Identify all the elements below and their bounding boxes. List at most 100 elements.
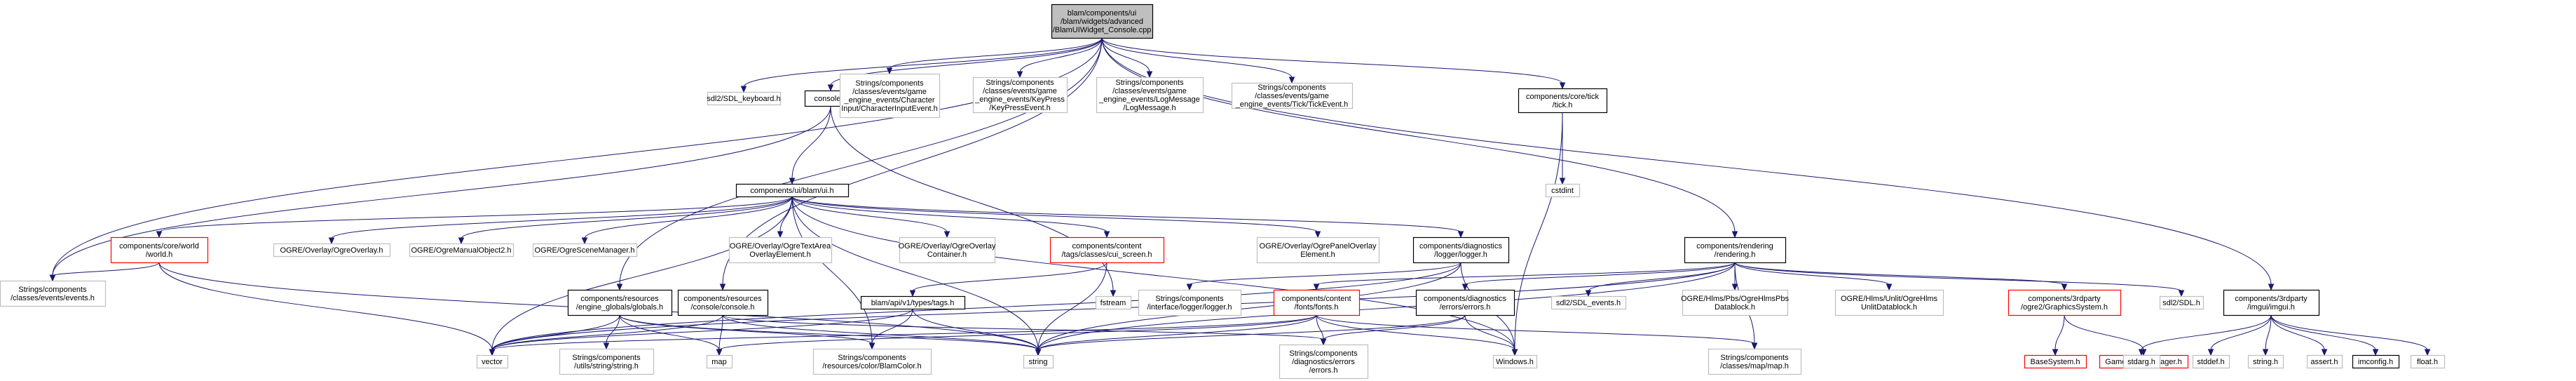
node-ilogger[interactable]: Strings/components/interface/logger/logg… bbox=[1138, 289, 1242, 316]
node-box[interactable] bbox=[860, 295, 966, 310]
node-box[interactable] bbox=[2352, 354, 2400, 369]
node-box[interactable] bbox=[1273, 289, 1361, 316]
node-cstdint[interactable]: cstdint bbox=[1545, 183, 1581, 198]
node-box[interactable] bbox=[409, 243, 514, 258]
node-fstream[interactable]: fstream bbox=[1095, 295, 1132, 310]
node-box[interactable] bbox=[839, 73, 941, 119]
node-errorsdiag[interactable]: components/diagnostics/errors/errors.h bbox=[1415, 289, 1515, 316]
node-box[interactable] bbox=[1708, 348, 1802, 375]
node-eventsh[interactable]: Strings/components/classes/events/events… bbox=[0, 280, 107, 307]
node-map[interactable]: map bbox=[706, 354, 733, 369]
node-maph[interactable]: Strings/components/classes/map/map.h bbox=[1708, 348, 1802, 375]
dependency-edge bbox=[1101, 37, 1736, 233]
node-box[interactable] bbox=[1415, 289, 1515, 316]
node-basesystem[interactable]: BaseSystem.h bbox=[2024, 354, 2087, 369]
node-box[interactable] bbox=[706, 354, 733, 369]
node-box[interactable] bbox=[2223, 289, 2320, 316]
node-box[interactable] bbox=[2192, 354, 2230, 369]
node-box[interactable] bbox=[1023, 354, 1054, 369]
node-box[interactable] bbox=[2159, 295, 2204, 310]
node-box[interactable] bbox=[677, 289, 769, 316]
node-box[interactable] bbox=[899, 236, 996, 264]
node-root[interactable]: blam/components/ui/blam/widgets/advanced… bbox=[1051, 4, 1154, 39]
node-box[interactable] bbox=[559, 348, 655, 375]
node-box[interactable] bbox=[1095, 295, 1132, 310]
node-sdl2sdl[interactable]: sdl2/SDL.h bbox=[2159, 295, 2204, 310]
node-ogremanual[interactable]: OGRE/OgreManualObject2.h bbox=[409, 243, 514, 258]
node-stdarg[interactable]: stdarg.h bbox=[2122, 354, 2161, 369]
node-label-line: Element.h bbox=[1300, 250, 1335, 259]
node-renderingh[interactable]: components/rendering/rendering.h bbox=[1684, 236, 1787, 264]
node-box[interactable] bbox=[1051, 4, 1154, 39]
node-ogretextarea[interactable]: OGRE/Overlay/OgreTextAreaOverlayElement.… bbox=[728, 236, 833, 264]
node-consoleres[interactable]: components/resources/console/console.h bbox=[677, 289, 769, 316]
node-vector[interactable]: vector bbox=[476, 354, 509, 369]
node-box[interactable] bbox=[735, 183, 850, 198]
node-box[interactable] bbox=[2410, 354, 2446, 369]
node-box[interactable] bbox=[476, 354, 509, 369]
node-box[interactable] bbox=[812, 348, 932, 375]
node-box[interactable] bbox=[2122, 354, 2161, 369]
node-box[interactable] bbox=[1412, 236, 1510, 264]
node-stddef[interactable]: stddef.h bbox=[2192, 354, 2230, 369]
node-box[interactable] bbox=[567, 289, 673, 316]
node-box[interactable] bbox=[0, 280, 107, 307]
node-box[interactable] bbox=[1279, 344, 1369, 380]
node-box[interactable] bbox=[2306, 354, 2343, 369]
node-box[interactable] bbox=[2024, 354, 2087, 369]
node-box[interactable] bbox=[1518, 88, 1608, 114]
node-uih[interactable]: components/ui/blam/ui.h bbox=[735, 183, 850, 198]
node-tickevent[interactable]: Strings/components/classes/events/game_e… bbox=[1231, 82, 1354, 109]
node-floath[interactable]: float.h bbox=[2410, 354, 2446, 369]
node-graphicssystem[interactable]: components/3rdparty/ogre2/GraphicsSystem… bbox=[2008, 289, 2122, 316]
node-stringh[interactable]: string.h bbox=[2247, 354, 2284, 369]
node-imconfig[interactable]: imconfig.h bbox=[2352, 354, 2400, 369]
node-box[interactable] bbox=[728, 236, 833, 264]
node-logmsg[interactable]: Strings/components/classes/events/game_e… bbox=[1096, 76, 1204, 114]
node-tagsh[interactable]: blam/api/v1/types/tags.h bbox=[860, 295, 966, 310]
node-stringstring[interactable]: Strings/components/utils/string/string.h bbox=[559, 348, 655, 375]
dependency-edge bbox=[791, 196, 1515, 351]
node-box[interactable] bbox=[1682, 289, 1789, 316]
node-ogreoverlay[interactable]: OGRE/Overlay/OgreOverlay.h bbox=[273, 243, 391, 258]
node-sdl2events[interactable]: sdl2/SDL_events.h bbox=[1551, 295, 1627, 310]
node-box[interactable] bbox=[1834, 289, 1944, 316]
node-keypress[interactable]: Strings/components/classes/events/game_e… bbox=[972, 76, 1068, 114]
node-box[interactable] bbox=[1256, 236, 1380, 264]
node-ogrescene[interactable]: OGRE/OgreSceneManager.h bbox=[532, 243, 638, 258]
node-tickh[interactable]: components/core/tick/tick.h bbox=[1518, 88, 1608, 114]
node-loggerh[interactable]: components/diagnostics/logger/logger.h bbox=[1412, 236, 1510, 264]
node-windowsh[interactable]: Windows.h bbox=[1492, 354, 1538, 369]
node-box[interactable] bbox=[1231, 82, 1354, 109]
node-charinput[interactable]: Strings/components/classes/events/game_e… bbox=[839, 73, 941, 119]
node-asserth[interactable]: assert.h bbox=[2306, 354, 2343, 369]
node-blamcolor[interactable]: Strings/components/resources/color/BlamC… bbox=[812, 348, 932, 375]
node-label-line: /errors/errors.h bbox=[1440, 303, 1491, 312]
node-box[interactable] bbox=[1138, 289, 1242, 316]
node-box[interactable] bbox=[2008, 289, 2122, 316]
node-box[interactable] bbox=[2247, 354, 2284, 369]
node-errorsstr[interactable]: Strings/components/diagnostics/errors/er… bbox=[1279, 344, 1369, 380]
node-imguih[interactable]: components/3rdparty/imgui/imgui.h bbox=[2223, 289, 2320, 316]
node-box[interactable] bbox=[1492, 354, 1538, 369]
node-box[interactable] bbox=[1545, 183, 1581, 198]
node-box[interactable] bbox=[1096, 76, 1204, 114]
node-box[interactable] bbox=[110, 236, 209, 264]
node-fontsh[interactable]: components/content/fonts/fonts.h bbox=[1273, 289, 1361, 316]
node-string[interactable]: string bbox=[1023, 354, 1054, 369]
node-box[interactable] bbox=[532, 243, 638, 258]
node-box[interactable] bbox=[1551, 295, 1627, 310]
node-worldh[interactable]: components/core/world/world.h bbox=[110, 236, 209, 264]
node-box[interactable] bbox=[707, 91, 782, 106]
node-box[interactable] bbox=[972, 76, 1068, 114]
node-box[interactable] bbox=[1684, 236, 1787, 264]
node-sdl2kb[interactable]: sdl2/SDL_keyboard.h bbox=[707, 91, 782, 106]
node-globalsh[interactable]: components/resources/engine_globals/glob… bbox=[567, 289, 673, 316]
node-cuiscreen[interactable]: components/content/tags/classes/cui_scre… bbox=[1049, 236, 1165, 264]
node-box[interactable] bbox=[1049, 236, 1165, 264]
node-box[interactable] bbox=[273, 243, 391, 258]
